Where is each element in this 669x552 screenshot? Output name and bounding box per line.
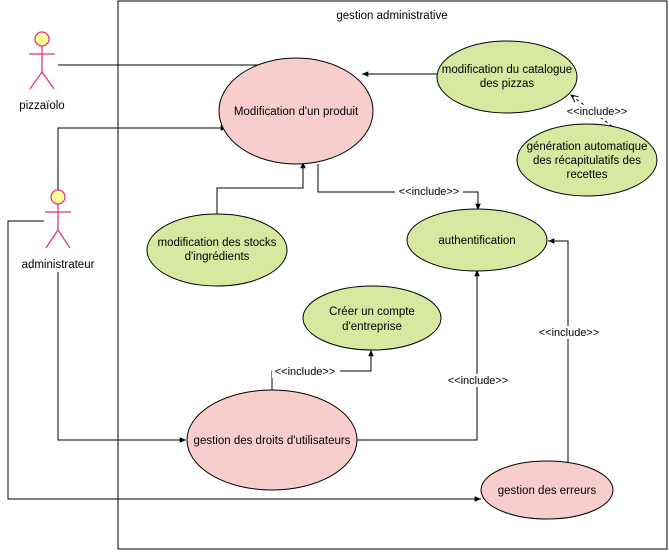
edge-droits-auth	[357, 270, 480, 441]
usecase-generation-label-2: des récapitulatifs des	[533, 155, 641, 167]
usecase-gestion-erreurs-label: gestion des erreurs	[498, 485, 597, 497]
usecase-modification-catalogue-label-2: des pizzas	[480, 78, 535, 90]
edge-admin-produit	[57, 125, 227, 190]
stick-figure-icon	[45, 189, 71, 249]
include-label-produit-auth: <<include>>	[395, 185, 463, 198]
actor-pizzaiolo[interactable]: pizzaïolo	[19, 31, 65, 112]
svg-text:<<include>>: <<include>>	[399, 186, 460, 198]
usecase-stocks-label-1: modification des stocks	[158, 237, 277, 249]
include-label-droits-compte: <<include>>	[272, 365, 340, 378]
include-label-erreurs-auth: <<include>>	[534, 326, 604, 339]
svg-text:<<include>>: <<include>>	[539, 327, 600, 339]
usecase-gestion-droits-label: gestion des droits d'utilisateurs	[194, 435, 351, 447]
usecase-modification-catalogue[interactable]: modification du catalogue des pizzas	[436, 40, 578, 114]
usecase-modification-produit[interactable]: Modification d'un produit	[218, 57, 374, 165]
usecase-authentification-label: authentification	[438, 235, 515, 247]
edge-admin-erreurs	[7, 220, 481, 502]
system-title: gestion administrative	[336, 10, 447, 22]
usecase-modification-produit-label: Modification d'un produit	[234, 106, 359, 118]
actor-administrateur-label: administrateur	[22, 259, 95, 271]
usecase-creer-compte-label-1: Créer un compte	[329, 306, 415, 318]
include-label-generation-catalogue: <<include>>	[565, 105, 629, 118]
stick-figure-icon	[29, 31, 55, 90]
usecase-modification-stocks[interactable]: modification des stocks d'ingrédients	[146, 213, 288, 287]
usecase-gestion-droits[interactable]: gestion des droits d'utilisateurs	[186, 389, 358, 491]
svg-text:<<include>>: <<include>>	[567, 106, 628, 118]
usecase-creer-compte[interactable]: Créer un compte d'entreprise	[302, 285, 442, 351]
usecase-stocks-label-2: d'ingrédients	[185, 251, 250, 263]
usecase-generation-recapitulatifs[interactable]: génération automatique des récapitulatif…	[516, 123, 658, 197]
include-label-droits-auth: <<include>>	[443, 374, 513, 387]
edge-generation-catalogue	[571, 95, 618, 131]
svg-text:<<include>>: <<include>>	[275, 366, 336, 378]
actor-pizzaiolo-label: pizzaïolo	[19, 100, 64, 112]
actor-administrateur[interactable]: administrateur	[22, 189, 95, 271]
edge-stocks-produit	[216, 162, 306, 215]
system-boundary	[117, 0, 668, 550]
usecase-creer-compte-label-2: d'entreprise	[342, 321, 402, 333]
edge-erreurs-auth	[548, 238, 569, 462]
usecase-generation-label-1: génération automatique	[527, 141, 648, 153]
edge-admin-droits	[57, 272, 186, 443]
usecase-gestion-erreurs[interactable]: gestion des erreurs	[480, 460, 614, 520]
usecase-generation-label-3: recettes	[567, 169, 608, 181]
svg-text:<<include>>: <<include>>	[448, 375, 509, 387]
usecase-authentification[interactable]: authentification	[406, 208, 548, 272]
usecase-modification-catalogue-label-1: modification du catalogue	[442, 64, 572, 76]
